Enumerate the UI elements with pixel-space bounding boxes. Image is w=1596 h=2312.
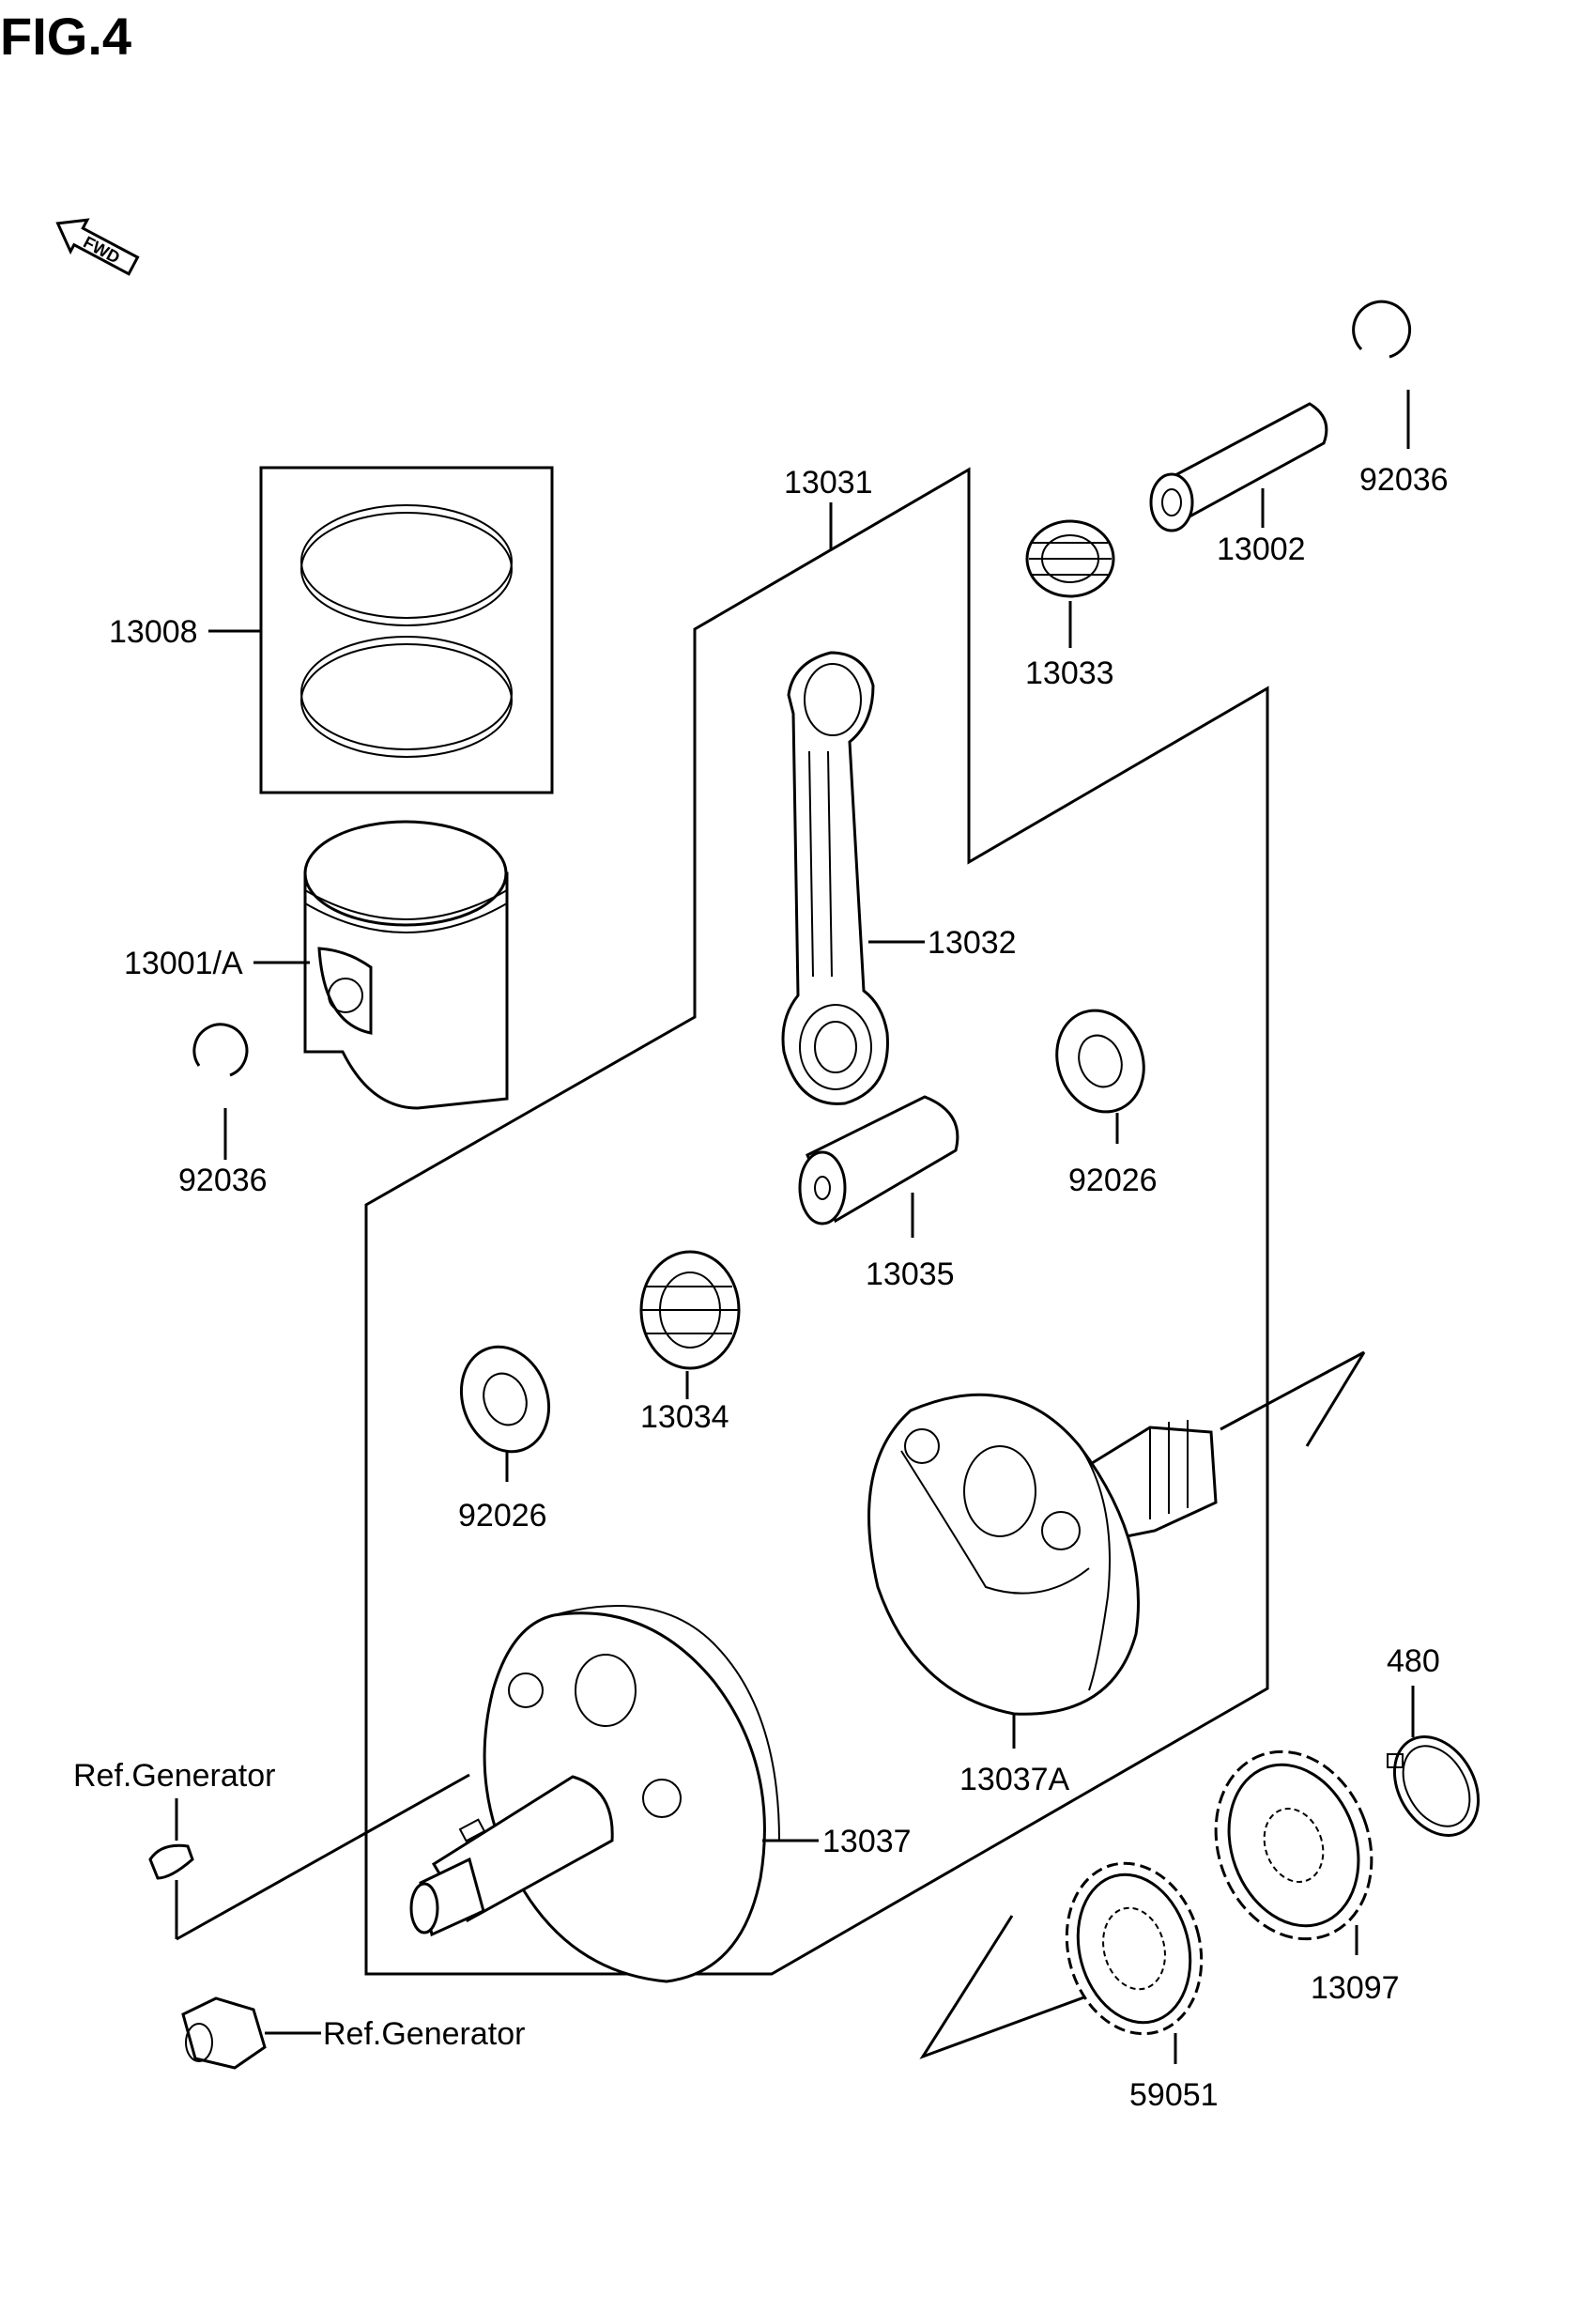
label-13002: 13002 [1217,532,1306,567]
needle-bearing-small-end [1025,519,1115,598]
crank-pin [798,1095,959,1225]
label-13032: 13032 [928,925,1017,961]
label-13008: 13008 [109,614,198,650]
thrust-washer-left [459,1345,551,1454]
label-480: 480 [1387,1643,1440,1679]
flange-nut [181,1996,267,2070]
piston [303,820,509,1110]
needle-bearing-big-end [639,1250,741,1370]
woodruff-key [148,1843,194,1880]
thrust-washer-right [1055,1009,1145,1114]
gear-13097 [1214,1749,1373,1941]
label-13001a: 13001/A [124,946,243,981]
piston-pin [1149,402,1328,532]
label-13037a: 13037A [959,1762,1070,1797]
circlip-left [192,1023,249,1077]
label-13097: 13097 [1311,1970,1400,2006]
crankshaft-right-half [867,1350,1366,1716]
label-13033: 13033 [1025,655,1114,691]
label-13035: 13035 [866,1256,955,1292]
label-92036-right: 92036 [1359,462,1449,498]
gear-59051 [1065,1861,1204,2036]
circlip-right [1352,300,1412,359]
label-13031: 13031 [784,465,873,501]
label-92026-left: 92026 [458,1498,547,1534]
forward-arrow-icon: FWD [55,218,140,276]
figure-title: FIG.4 [0,7,131,66]
label-92036-left: 92036 [178,1163,268,1198]
piston-rings [259,466,554,794]
crankshaft-left-half [409,1605,780,1983]
crank-assembly-outline [364,467,1269,1976]
label-ref-generator-nut: Ref.Generator [323,2016,525,2052]
snap-ring [1387,1735,1481,1837]
label-92026-right: 92026 [1068,1163,1158,1198]
label-ref-generator-key: Ref.Generator [73,1758,275,1794]
label-59051: 59051 [1129,2077,1219,2113]
connecting-rod [781,651,889,1105]
label-13037: 13037 [822,1824,912,1859]
label-13034: 13034 [640,1399,729,1435]
